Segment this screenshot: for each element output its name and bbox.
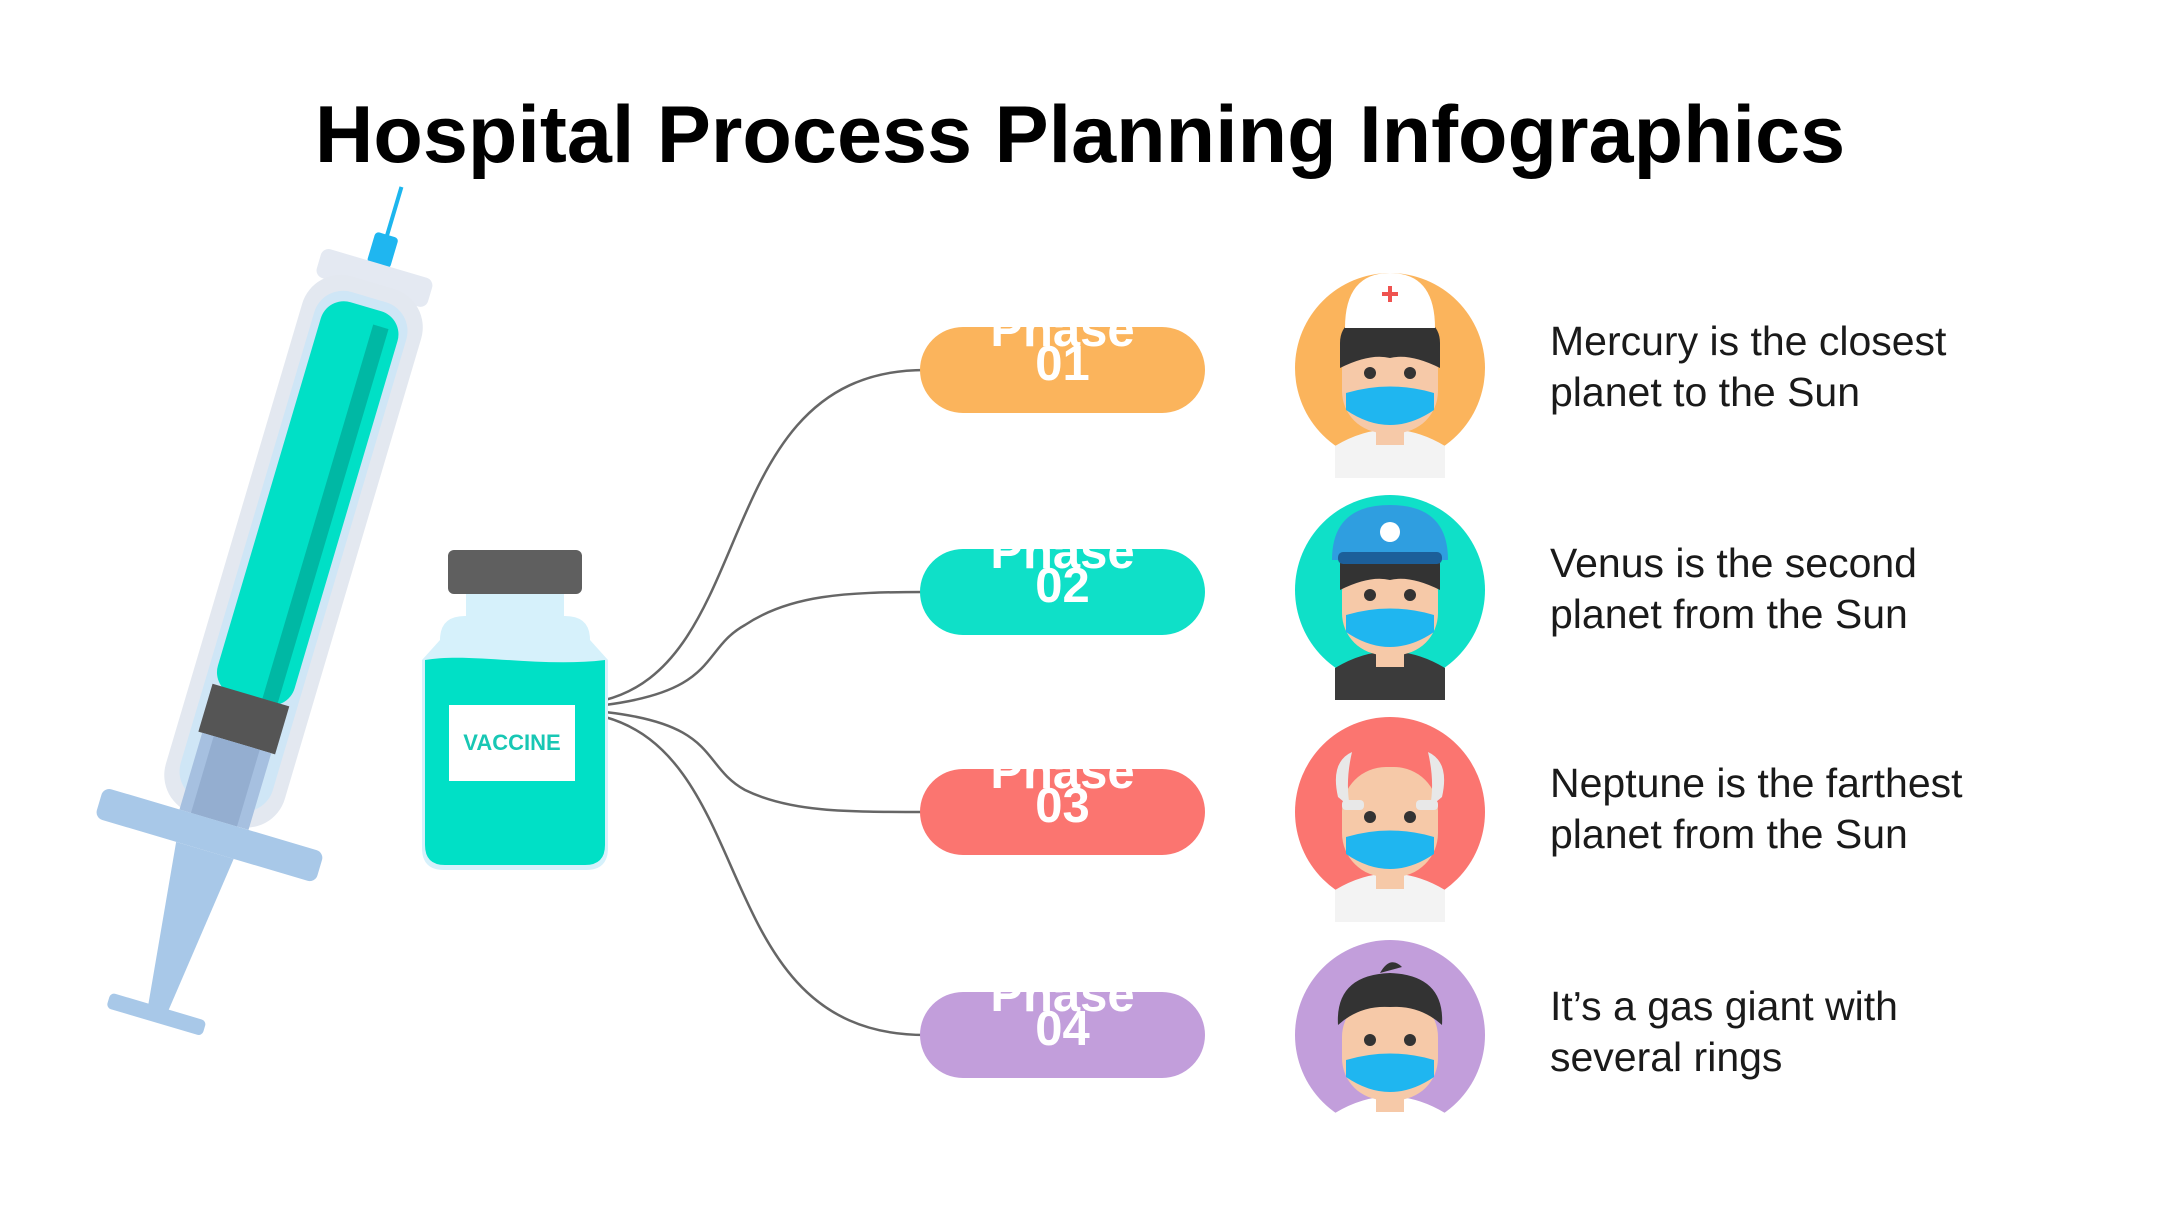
phase-03-description-line-1: Neptune is the farthest xyxy=(1550,760,1963,806)
connector-lines xyxy=(604,368,926,1037)
phase-03-description-line-2: planet from the Sun xyxy=(1550,811,1908,857)
phase-02-number: 02 xyxy=(1035,559,1090,613)
phase-01-description: Mercury is the closest planet to the Sun xyxy=(1550,316,2070,418)
phase-02-pill: Phase 02 xyxy=(920,549,1205,635)
phase-02-description-line-1: Venus is the second xyxy=(1550,540,1917,586)
nurse-avatar-icon xyxy=(1295,273,1485,478)
elder-avatar-icon xyxy=(1295,717,1485,922)
phase-01-description-line-1: Mercury is the closest xyxy=(1550,318,1947,364)
phase-04-word: Phase xyxy=(990,992,1135,1022)
phase-03-word: Phase xyxy=(990,769,1135,799)
page-title: Hospital Process Planning Infographics xyxy=(314,90,1846,180)
connector-line-02 xyxy=(604,590,926,707)
connector-line-01 xyxy=(604,368,926,702)
connector-line-03 xyxy=(604,710,926,814)
phase-03-number: 03 xyxy=(1035,779,1090,833)
phase-01-word: Phase xyxy=(990,327,1135,357)
vaccine-label: VACCINE xyxy=(449,705,575,781)
phase-02-description: Venus is the second planet from the Sun xyxy=(1550,538,2070,640)
young-avatar-icon xyxy=(1295,940,1485,1145)
phase-01-pill: Phase 01 xyxy=(920,327,1205,413)
phase-03-pill: Phase 03 xyxy=(920,769,1205,855)
police-avatar-icon xyxy=(1295,495,1485,700)
connector-line-04 xyxy=(604,715,926,1037)
phase-04-description: It’s a gas giant with several rings xyxy=(1550,981,2070,1083)
phase-03-description: Neptune is the farthest planet from the … xyxy=(1550,758,2070,860)
phase-04-description-line-1: It’s a gas giant with xyxy=(1550,983,1898,1029)
phase-01-description-line-2: planet to the Sun xyxy=(1550,369,1861,415)
syringe-icon xyxy=(96,186,433,1036)
phase-04-description-line-2: several rings xyxy=(1550,1034,1783,1080)
phase-01-number: 01 xyxy=(1035,337,1090,391)
phase-02-word: Phase xyxy=(990,549,1135,579)
phase-04-pill: Phase 04 xyxy=(920,992,1205,1078)
phase-04-number: 04 xyxy=(1035,1002,1090,1056)
phase-02-description-line-2: planet from the Sun xyxy=(1550,591,1908,637)
